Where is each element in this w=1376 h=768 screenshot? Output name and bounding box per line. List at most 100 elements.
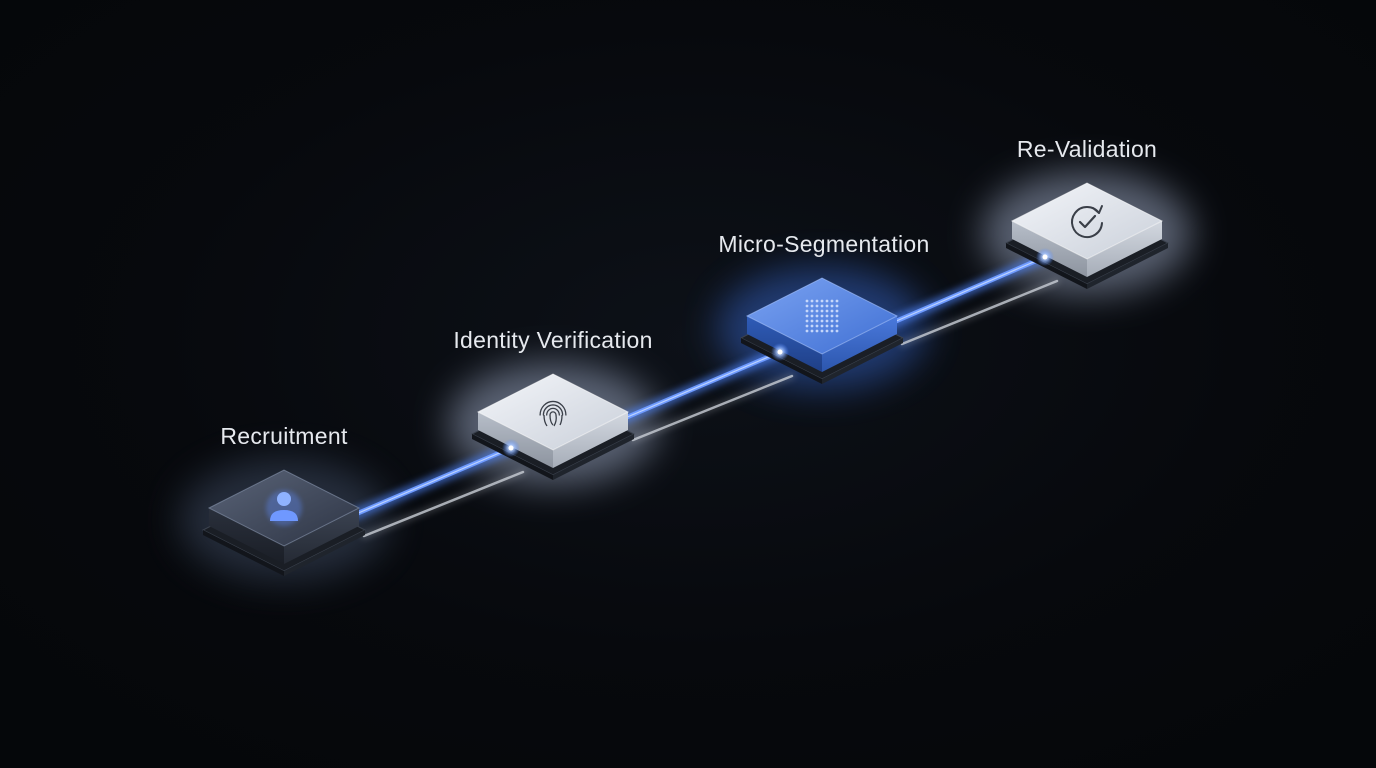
dot-grid-dot <box>810 319 814 323</box>
tile-base-right <box>1087 243 1168 289</box>
dot-grid-dot <box>805 324 809 328</box>
tile-right-face <box>822 316 897 372</box>
blue-beam-core-1 <box>355 447 512 515</box>
dot-grid-dot <box>815 329 819 333</box>
tile-top-face <box>1010 182 1164 260</box>
dot-grid-dot <box>830 299 834 303</box>
dot-grid-dot <box>820 324 824 328</box>
dot-grid-dot <box>830 309 834 313</box>
beam-entry-dot <box>508 445 514 451</box>
refresh-arrowhead <box>1092 205 1103 214</box>
dot-grid-dot <box>835 309 839 313</box>
stage-tile-micro-segmentation <box>739 277 905 384</box>
dot-grid-dot <box>815 309 819 313</box>
dot-grid-dot <box>835 319 839 323</box>
stage-label-micro-segmentation: Micro-Segmentation <box>718 231 930 257</box>
stage-label-recruitment: Recruitment <box>220 423 348 449</box>
fingerprint-ridge <box>559 414 563 426</box>
stage-tile-identity-verification <box>470 373 636 480</box>
dot-grid-dot <box>820 304 824 308</box>
dot-grid-dot <box>825 304 829 308</box>
tile-base-left <box>472 434 553 480</box>
silver-beam-3 <box>900 279 1059 346</box>
dot-grid-dot <box>805 314 809 318</box>
dot-grid-dot <box>805 309 809 313</box>
tile-left-face <box>209 508 284 564</box>
blue-beam-core-2 <box>624 351 781 419</box>
dot-grid-dot <box>810 314 814 318</box>
fingerprint-ridge <box>549 414 554 426</box>
fingerprint-ridge <box>549 411 557 416</box>
dot-grid-dot <box>830 324 834 328</box>
user-icon-body <box>270 510 298 521</box>
silver-beam-2 <box>631 374 794 442</box>
fingerprint-ridge <box>539 400 567 416</box>
dot-grid-dot <box>815 304 819 308</box>
stage-tile-re-validation <box>1004 182 1170 289</box>
tile-base-left <box>1006 243 1087 289</box>
refresh-arc <box>1071 206 1103 239</box>
dot-grid-dot <box>835 299 839 303</box>
dot-grid-dot <box>810 299 814 303</box>
stage-tiles <box>201 182 1170 576</box>
dot-grid-dot <box>825 329 829 333</box>
connector-beams <box>350 251 1060 539</box>
dot-grid-dot <box>835 304 839 308</box>
fingerprint-ridge <box>543 414 548 427</box>
silver-beam-1 <box>362 470 525 538</box>
tile-right-face <box>1087 221 1162 277</box>
dot-grid-dot <box>815 299 819 303</box>
tile-base-right <box>822 338 903 384</box>
dot-grid-dot <box>830 304 834 308</box>
dot-grid-dot <box>820 319 824 323</box>
tile-right-face <box>284 508 359 564</box>
dot-grid-dot <box>825 314 829 318</box>
user-icon <box>266 490 302 526</box>
stage-label-re-validation: Re-Validation <box>1016 136 1158 162</box>
dot-grid-dot <box>810 329 814 333</box>
fingerprint-icon <box>539 400 567 427</box>
dot-grid-dot <box>825 299 829 303</box>
tile-left-face <box>747 316 822 372</box>
beam-entry-dot <box>777 349 783 355</box>
dot-grid-dot <box>805 304 809 308</box>
blue-beam-core-3 <box>893 256 1046 323</box>
dot-grid-icon <box>805 299 839 333</box>
check-mark <box>1078 214 1097 229</box>
dot-grid-dot <box>820 309 824 313</box>
dot-grid-dot <box>815 319 819 323</box>
dot-grid-dot <box>830 319 834 323</box>
user-icon-head <box>277 492 291 506</box>
dot-grid-dot <box>825 319 829 323</box>
dot-grid-dot <box>820 314 824 318</box>
dot-grid-dot <box>805 299 809 303</box>
tile-left-face <box>1012 221 1087 277</box>
dot-grid-dot <box>835 329 839 333</box>
dot-grid-dot <box>805 319 809 323</box>
dot-grid-dot <box>820 299 824 303</box>
dot-grid-dot <box>835 314 839 318</box>
dot-grid-dot <box>820 329 824 333</box>
dot-grid-dot <box>815 314 819 318</box>
tile-base-right <box>284 530 365 576</box>
tile-left-face <box>478 412 553 468</box>
dot-grid-dot <box>830 314 834 318</box>
dot-grid-dot <box>825 309 829 313</box>
tile-base-left <box>203 530 284 576</box>
dot-grid-dot <box>810 309 814 313</box>
beam-entry-dot <box>1042 254 1048 260</box>
dot-grid-dot <box>815 324 819 328</box>
tile-base-right <box>553 434 634 480</box>
fingerprint-ridge <box>542 404 564 416</box>
stage-tile-recruitment <box>201 469 367 576</box>
fingerprint-ridge <box>546 407 560 416</box>
check-circle-refresh-icon <box>1071 205 1103 239</box>
dot-grid-dot <box>835 324 839 328</box>
stage-label-identity-verification: Identity Verification <box>453 327 653 353</box>
tile-right-face <box>553 412 628 468</box>
tile-base-left <box>741 338 822 384</box>
dot-grid-dot <box>810 304 814 308</box>
dot-grid-dot <box>830 329 834 333</box>
